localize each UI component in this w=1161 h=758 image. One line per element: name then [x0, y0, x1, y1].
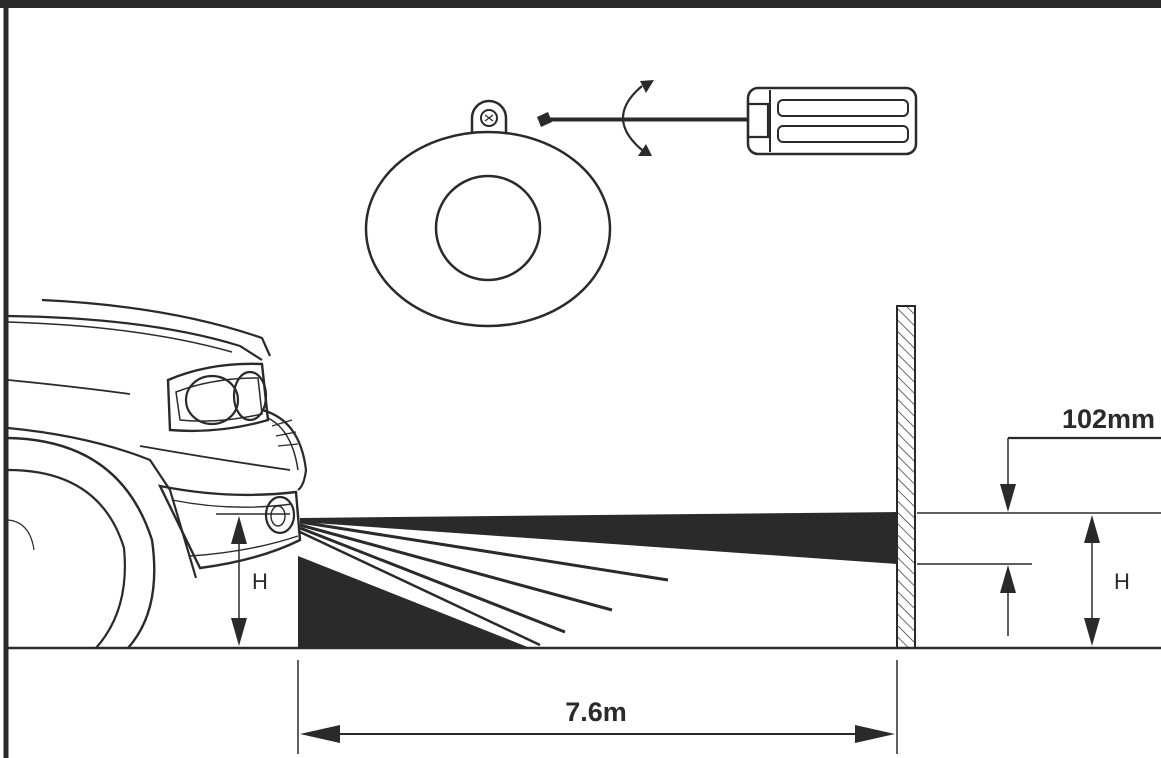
- screwdriver-icon: [537, 86, 918, 156]
- beam-main: [300, 512, 897, 564]
- distance-dimension: 7.6m: [297, 660, 898, 754]
- light-beams: [298, 512, 897, 648]
- offset-dimension: 102mm: [917, 404, 1161, 636]
- height-label-right: H: [1114, 569, 1130, 594]
- height-dimension-right: H: [1084, 515, 1130, 646]
- hatched-wall-icon: [896, 305, 916, 649]
- distance-label: 7.6m: [565, 697, 627, 727]
- headlamp-icon: [364, 99, 612, 328]
- top-bar: [0, 0, 1161, 8]
- height-label-left: H: [252, 569, 268, 594]
- offset-label: 102mm: [1062, 404, 1155, 434]
- car-front-icon: [7, 298, 308, 649]
- rotate-arrow-icon: [621, 80, 654, 156]
- height-dimension-left: H: [216, 513, 290, 646]
- beam-ground: [298, 556, 530, 648]
